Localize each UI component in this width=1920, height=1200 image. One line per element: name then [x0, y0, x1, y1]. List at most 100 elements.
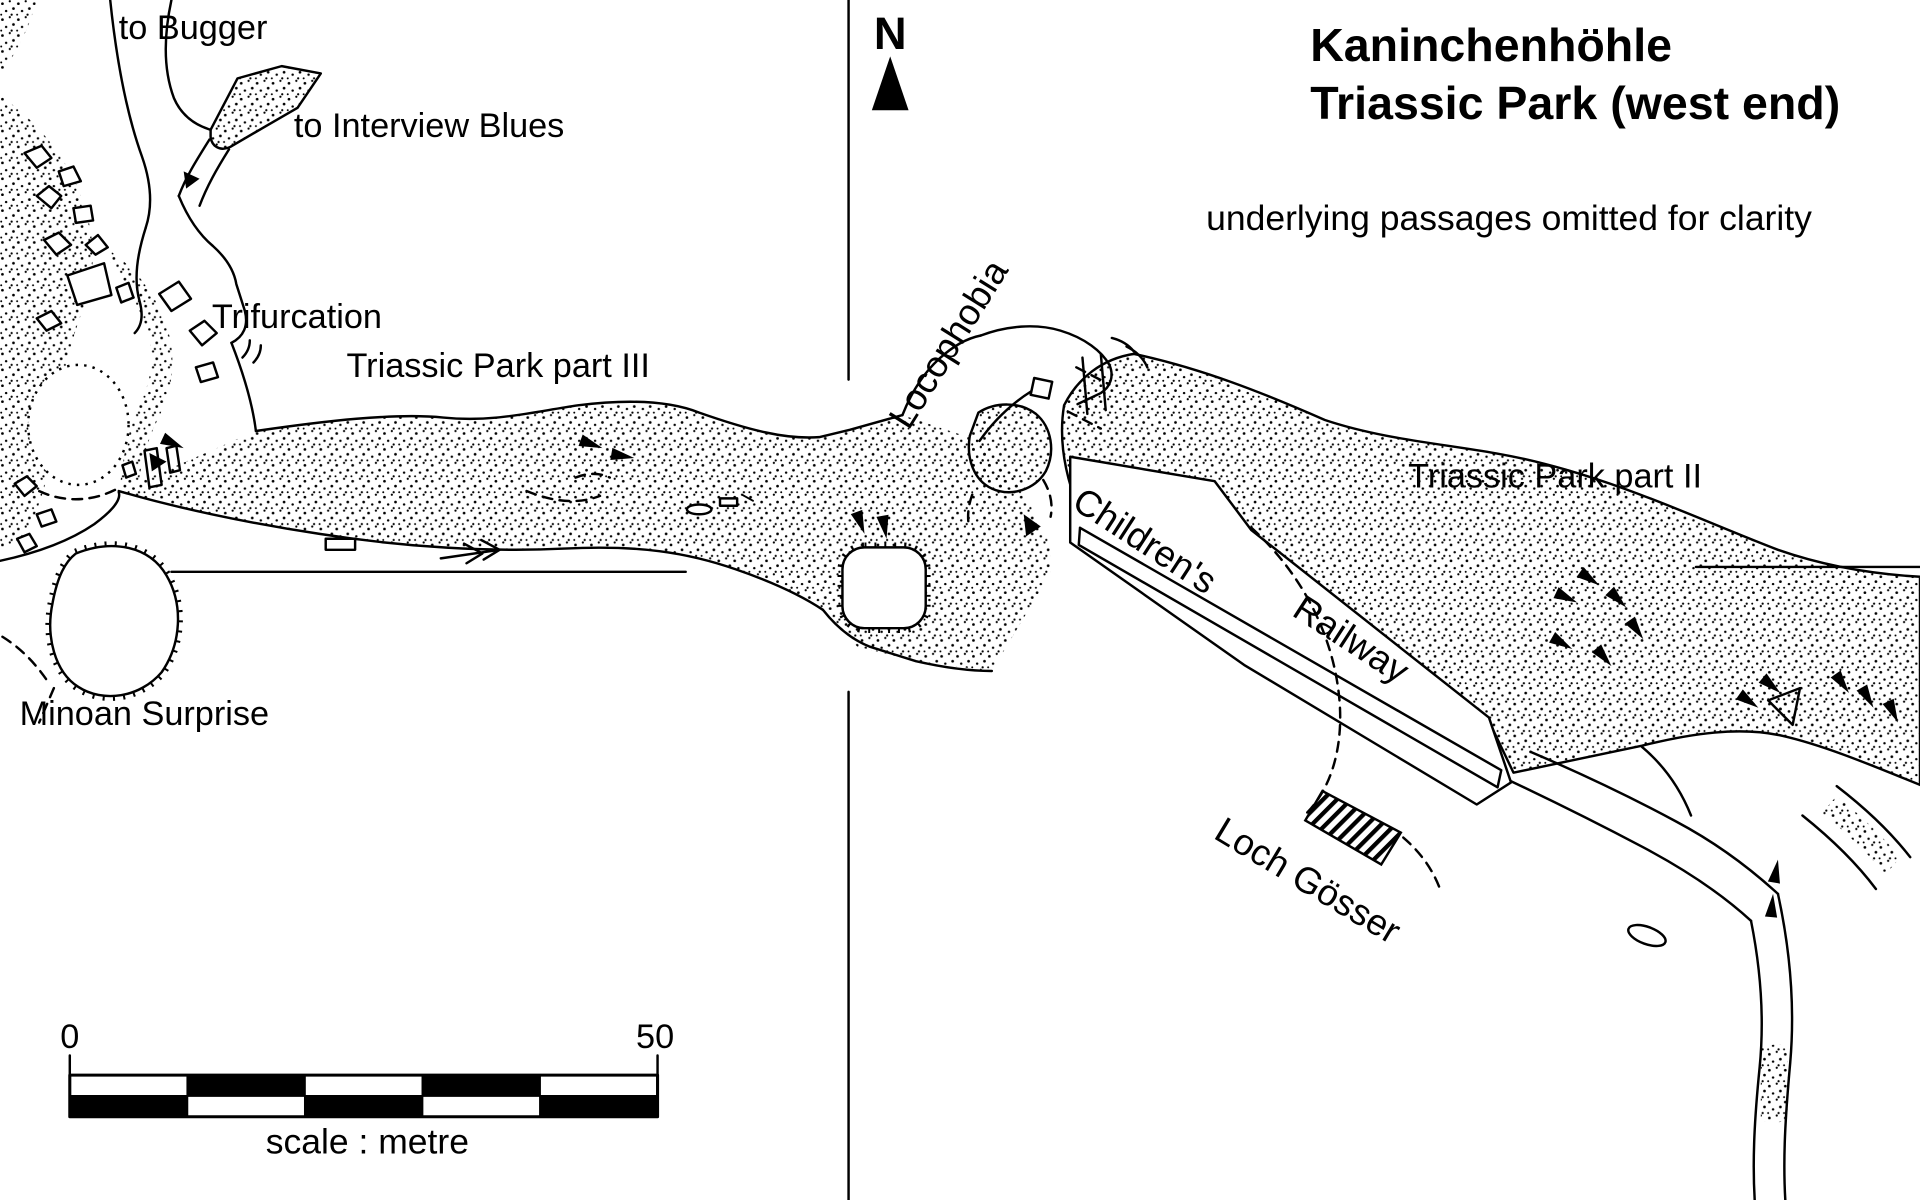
- interview-corridor-wall-1: [177, 138, 211, 198]
- scale-bar: [68, 1054, 660, 1119]
- part3-dashed-2: [574, 472, 612, 479]
- small-lens: [1627, 923, 1667, 948]
- scale-outline: [68, 1073, 660, 1119]
- floor-detail-box: [718, 497, 739, 507]
- descender-wall-1: [1749, 919, 1763, 1200]
- water-flow-arrow: [439, 538, 501, 565]
- breakdown-block: [194, 361, 220, 384]
- breakdown-block: [35, 184, 63, 210]
- bugger-passage-east-wall: [164, 0, 212, 132]
- breakdown-block: [23, 144, 53, 169]
- scale-cell: [422, 1075, 540, 1096]
- part3-north-wall: [254, 400, 904, 439]
- stipple-west-streak: [107, 251, 173, 495]
- se-branch-wall: [1640, 745, 1693, 817]
- slope-arrow-west: [149, 453, 167, 472]
- map-title-line2: Triassic Park (west end): [1310, 77, 1840, 129]
- stipple-triangle: [1766, 686, 1802, 727]
- loch-gosser-hatched-pitch: [1303, 789, 1403, 867]
- far-right-stipple: [1822, 795, 1901, 875]
- map-title-line1: Kaninchenhöhle: [1310, 19, 1672, 71]
- breakdown-block: [115, 281, 135, 304]
- breakdown-block: [157, 280, 193, 313]
- scale-cell: [540, 1095, 658, 1117]
- locophobia-block: [1029, 376, 1054, 400]
- chamber-wall-south: [0, 491, 121, 563]
- bugger-passage-west-wall: [108, 0, 152, 229]
- chamber-wall-1: [133, 226, 147, 335]
- locophobia-dashes-lower: [966, 478, 1053, 526]
- label-minoan-surprise: Minoan Surprise: [20, 695, 269, 733]
- island-outline: [841, 546, 927, 630]
- north-label: N: [874, 8, 907, 59]
- scale-caption: scale : metre: [266, 1121, 469, 1161]
- minoan-dashed-1: [1, 635, 51, 685]
- floor-detail-lens: [685, 503, 713, 516]
- locophobia-stipple-blob: [967, 403, 1053, 494]
- stipple-corner: [0, 0, 37, 74]
- breakdown-block: [121, 460, 138, 479]
- label-to-interview-blues: to Interview Blues: [294, 107, 564, 145]
- west-complex: [0, 0, 323, 563]
- trifurcation-tick-2: [252, 344, 263, 364]
- breakdown-block: [42, 231, 73, 256]
- breakdown-blocks: [13, 144, 220, 554]
- scale-end-ticks: [68, 1054, 659, 1077]
- breakdown-block: [188, 319, 218, 347]
- part3-south-wall: [117, 489, 825, 612]
- north-arrow-head: [871, 56, 909, 111]
- north-arrow: [871, 56, 909, 111]
- se-corridor-wall-1: [1509, 780, 1753, 923]
- minoan-dashed-2: [37, 686, 56, 724]
- label-trifurcation: Trifurcation: [212, 298, 382, 336]
- scale-cell: [304, 1095, 423, 1117]
- minoan-surprise-chamber: [1, 541, 183, 724]
- breakdown-block: [35, 309, 63, 332]
- slope-tick: [1767, 858, 1784, 884]
- island-pillar: [837, 542, 931, 634]
- junction-arrow: [1023, 514, 1041, 537]
- part3-south-wall-east: [821, 608, 994, 673]
- floor-detail-mark: [741, 493, 754, 502]
- triassic-park-part3-passage: [117, 400, 1051, 673]
- scale-end-label: 50: [636, 1018, 674, 1056]
- label-triassic-park-part3: Triassic Park part III: [347, 347, 650, 385]
- map-subtitle: underlying passages omitted for clarity: [1206, 198, 1812, 238]
- part3-dashed-1: [525, 489, 602, 503]
- loch-gosser-dashed-boundary: [1250, 526, 1342, 818]
- part3-stipple-floor: [118, 401, 1051, 672]
- far-right-passage-walls: [1801, 784, 1912, 891]
- descender-stipple: [1760, 1044, 1788, 1123]
- southeast-passages: [1509, 745, 1912, 1200]
- scale-cell: [69, 1095, 188, 1117]
- flow-arrow-interview: [183, 171, 200, 189]
- se-corridor-wall-2: [1529, 750, 1780, 896]
- floor-detail-box-2: [324, 537, 357, 552]
- descender-wall-2: [1776, 892, 1794, 1200]
- scale-dividers: [68, 1074, 659, 1118]
- breakdown-block: [35, 508, 58, 528]
- trifurcation-tick-1: [241, 339, 252, 359]
- chamber-wall-3: [230, 341, 258, 433]
- loch-gosser-dashed-tail: [1402, 836, 1442, 891]
- breakdown-block: [15, 532, 38, 554]
- interview-corridor-wall-2: [198, 148, 231, 207]
- scale-start-label: 0: [60, 1018, 79, 1056]
- locophobia-west-wall: [901, 334, 983, 417]
- part2-stipple-band: [1060, 352, 1920, 787]
- breakdown-block: [13, 475, 38, 498]
- slope-tick: [1764, 893, 1780, 918]
- breakdown-block: [72, 204, 95, 225]
- chamber-wall-2: [177, 194, 248, 345]
- breakdown-block: [66, 262, 113, 307]
- breakdown-block: [57, 165, 83, 188]
- interview-blues-chamber: [209, 64, 323, 150]
- label-to-bugger: to Bugger: [119, 9, 268, 47]
- loch-gosser-area: [1250, 526, 1442, 891]
- label-triassic-park-part2: Triassic Park part II: [1408, 457, 1702, 495]
- breakdown-block: [84, 233, 109, 256]
- railway-tracks: [1077, 526, 1503, 789]
- scale-cell: [187, 1075, 305, 1096]
